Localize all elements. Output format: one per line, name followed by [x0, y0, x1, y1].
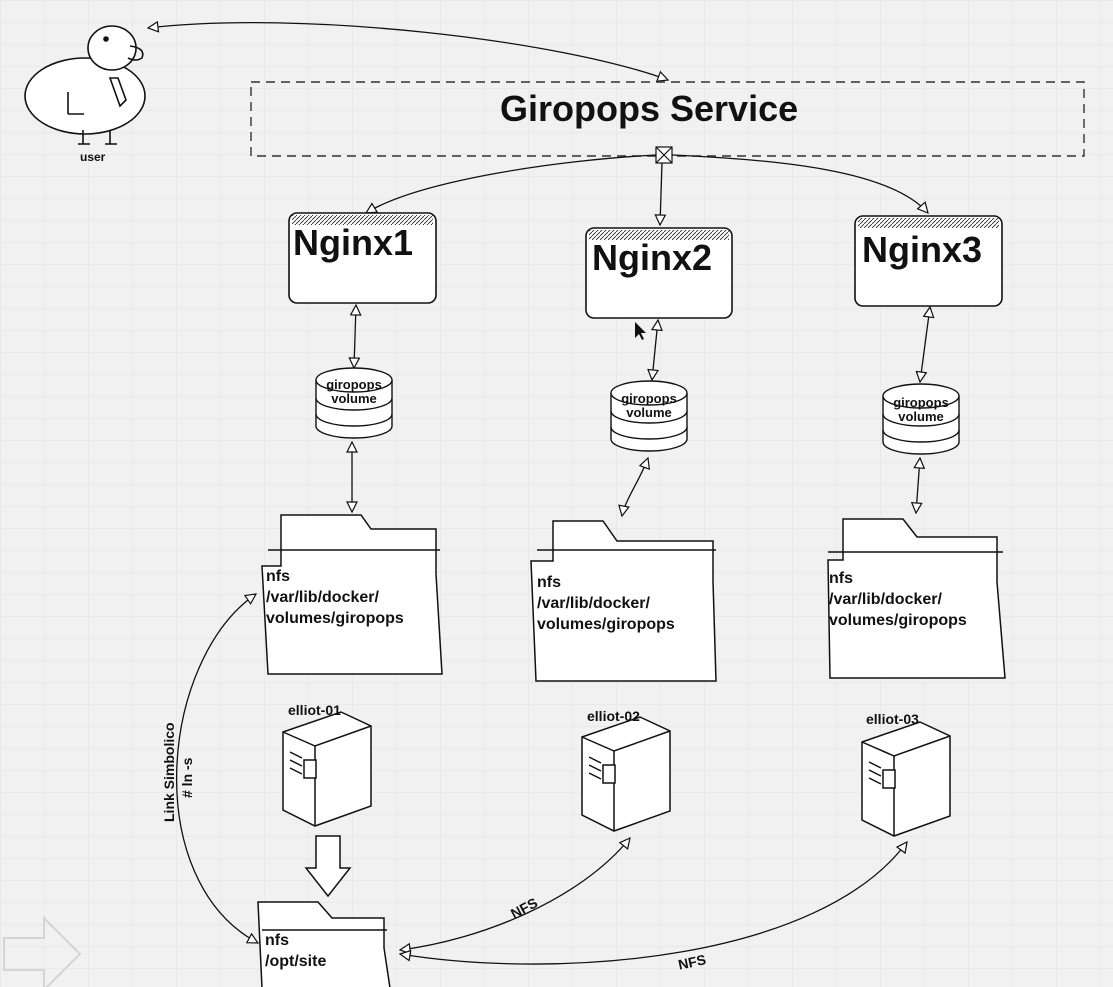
volume1-line1: giropops — [326, 377, 382, 392]
server-elliot-02-icon — [581, 716, 671, 832]
host-elliot-01-label: elliot-01 — [288, 702, 341, 718]
server-elliot-03-icon — [861, 721, 951, 837]
nfs3-line2: /var/lib/docker/ — [829, 591, 942, 608]
volume3-line2: volume — [898, 409, 944, 424]
edge-nfs-elliot-03 — [400, 842, 907, 965]
nginx1-label: Nginx1 — [293, 222, 414, 263]
volume1-label: giropops volume — [318, 378, 390, 406]
volume1-icon — [315, 367, 393, 439]
service-connector-icon — [655, 146, 673, 164]
service-title: Giropops Service — [500, 88, 799, 129]
shared-nfs-line2: /opt/site — [265, 953, 327, 970]
nginx2-label: Nginx2 — [592, 237, 713, 278]
down-arrow-icon — [304, 835, 352, 898]
nfs3-line1: nfs — [829, 570, 853, 587]
edge-volume3-nfs — [916, 458, 920, 513]
faded-arrow-icon — [3, 915, 82, 987]
shared-nfs-label: nfs /opt/site — [265, 930, 326, 972]
shared-nfs-line1: nfs — [265, 932, 289, 949]
volume3-icon — [882, 383, 960, 455]
symlink-label: Link Simbolico # ln -s — [160, 722, 196, 822]
nginx1-box — [288, 212, 437, 304]
host-elliot-02-label: elliot-02 — [587, 708, 640, 724]
edge-nfs-elliot-02 — [400, 838, 630, 950]
edge-nginx2-volume — [652, 320, 658, 380]
edge-nginx1-volume — [354, 305, 356, 368]
user-label: user — [80, 150, 106, 164]
user-icon — [24, 25, 146, 145]
volume2-line1: giropops — [621, 391, 677, 406]
nginx3-label: Nginx3 — [862, 229, 983, 270]
edge-service-nginx2 — [660, 162, 662, 225]
shared-nfs-folder-icon — [257, 901, 391, 987]
edge-service-nginx3 — [671, 154, 928, 213]
nfs3-label: nfs /var/lib/docker/ volumes/giropops — [829, 568, 967, 631]
server-elliot-01-icon — [282, 711, 372, 827]
nfs2-line1: nfs — [537, 574, 561, 591]
edge-symlink — [176, 594, 258, 943]
nfs-folder-1-icon — [261, 514, 443, 675]
nfs1-line3: volumes/giropops — [266, 610, 404, 627]
edge-volume2-nfs — [622, 458, 648, 516]
nfs1-label: nfs /var/lib/docker/ volumes/giropops — [266, 566, 404, 629]
nfs2-line3: volumes/giropops — [537, 616, 675, 633]
nfs2-label: nfs /var/lib/docker/ volumes/giropops — [537, 572, 675, 635]
host-elliot-03-label: elliot-03 — [866, 711, 919, 727]
symlink-line2: # ln -s — [179, 757, 195, 798]
edge-service-nginx1 — [366, 154, 657, 213]
volume3-label: giropops volume — [885, 396, 957, 424]
volume2-line2: volume — [626, 405, 672, 420]
edge-user-service — [148, 23, 668, 80]
volume2-icon — [610, 380, 688, 452]
nfs3-line3: volumes/giropops — [829, 612, 967, 629]
nginx2-box — [585, 227, 733, 319]
volume2-label: giropops volume — [613, 392, 685, 420]
edge-nginx3-volume — [920, 307, 930, 382]
nfs2-line2: /var/lib/docker/ — [537, 595, 650, 612]
nfs-folder-3-icon — [827, 518, 1006, 679]
nfs1-line2: /var/lib/docker/ — [266, 589, 379, 606]
nfs-folder-2-icon — [530, 520, 717, 682]
cursor-icon — [635, 322, 646, 340]
nfs1-line1: nfs — [266, 568, 290, 585]
volume3-line1: giropops — [893, 395, 949, 410]
symlink-line1: Link Simbolico — [161, 722, 177, 822]
volume1-line2: volume — [331, 391, 377, 406]
